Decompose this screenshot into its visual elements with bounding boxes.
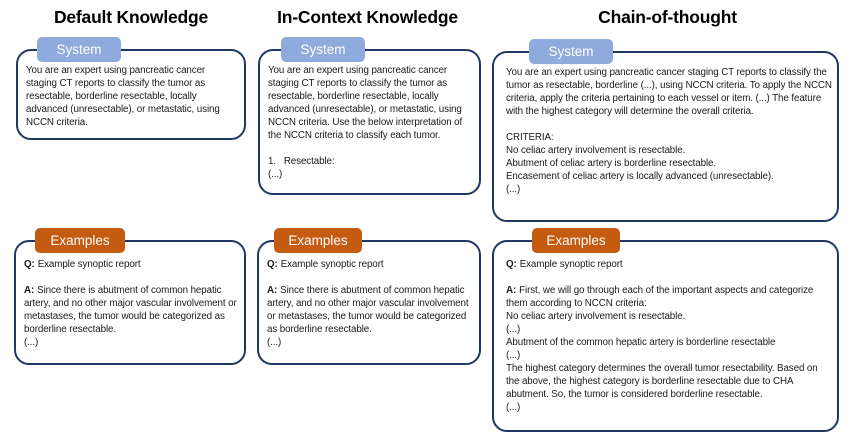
question-line: Q:Example synoptic report <box>506 258 832 271</box>
question-label: Q: <box>506 259 517 270</box>
answer-label: A: <box>24 285 35 296</box>
question-text: Example synoptic report <box>37 259 141 270</box>
column-title-in-context-knowledge: In-Context Knowledge <box>277 7 458 27</box>
system-prompt-text: You are an expert using pancreatic cance… <box>268 65 463 141</box>
column-title-chain-of-thought: Chain-of-thought <box>598 7 737 27</box>
system-badge: System <box>281 37 365 62</box>
system-panel-default-knowledge: You are an expert using pancreatic cance… <box>16 49 246 140</box>
answer-label: A: <box>267 285 278 296</box>
reasoning-line: Abutment of the common hepatic artery is… <box>506 337 776 348</box>
criteria-heading: CRITERIA: <box>506 132 554 143</box>
reasoning-line: No celiac artery involvement is resectab… <box>506 311 686 322</box>
criteria-line: Encasement of celiac artery is locally a… <box>506 171 774 182</box>
ellipsis-text: (...) <box>267 337 282 348</box>
criteria-list-item: 1. Resectable: <box>268 156 335 167</box>
ellipsis-text: (...) <box>268 169 283 180</box>
examples-panel-in-context-knowledge: Q:Example synoptic report A:Since there … <box>257 240 481 365</box>
ellipsis-text: (...) <box>506 184 521 195</box>
answer-text: Since there is abutment of common hepati… <box>24 285 237 335</box>
question-line: Q:Example synoptic report <box>267 258 472 271</box>
examples-badge: Examples <box>35 228 125 253</box>
examples-badge: Examples <box>532 228 620 253</box>
system-badge: System <box>529 39 613 64</box>
spacer <box>24 271 237 284</box>
system-prompt-text: You are an expert using pancreatic cance… <box>506 67 832 117</box>
ellipsis-text: (...) <box>506 324 521 335</box>
system-badge: System <box>37 37 121 62</box>
question-label: Q: <box>24 259 35 270</box>
question-label: Q: <box>267 259 278 270</box>
question-line: Q:Example synoptic report <box>24 258 237 271</box>
system-prompt-text: You are an expert using pancreatic cance… <box>26 65 220 128</box>
spacer <box>506 118 832 131</box>
examples-badge: Examples <box>274 228 362 253</box>
answer-label: A: <box>506 285 517 296</box>
criteria-line: Abutment of celiac artery is borderline … <box>506 158 716 169</box>
reasoning-line: The highest category determines the over… <box>506 363 818 400</box>
question-text: Example synoptic report <box>280 259 384 270</box>
answer-line: A:Since there is abutment of common hepa… <box>24 284 237 336</box>
spacer <box>506 271 832 284</box>
answer-line: A:Since there is abutment of common hepa… <box>267 284 472 336</box>
question-text: Example synoptic report <box>519 259 623 270</box>
system-panel-in-context-knowledge: You are an expert using pancreatic cance… <box>258 49 481 195</box>
system-panel-chain-of-thought: You are an expert using pancreatic cance… <box>492 51 839 222</box>
answer-text: Since there is abutment of common hepati… <box>267 285 469 335</box>
spacer <box>267 271 472 284</box>
criteria-line: No celiac artery involvement is resectab… <box>506 145 686 156</box>
answer-line: A:First, we will go through each of the … <box>506 284 832 310</box>
ellipsis-text: (...) <box>24 337 39 348</box>
answer-text: First, we will go through each of the im… <box>506 285 814 309</box>
examples-panel-default-knowledge: Q:Example synoptic report A:Since there … <box>14 240 246 365</box>
column-title-default-knowledge: Default Knowledge <box>53 7 209 27</box>
ellipsis-text: (...) <box>506 350 521 361</box>
ellipsis-text: (...) <box>506 402 521 413</box>
spacer <box>268 142 472 155</box>
examples-panel-chain-of-thought: Q:Example synoptic report A:First, we wi… <box>492 240 839 432</box>
